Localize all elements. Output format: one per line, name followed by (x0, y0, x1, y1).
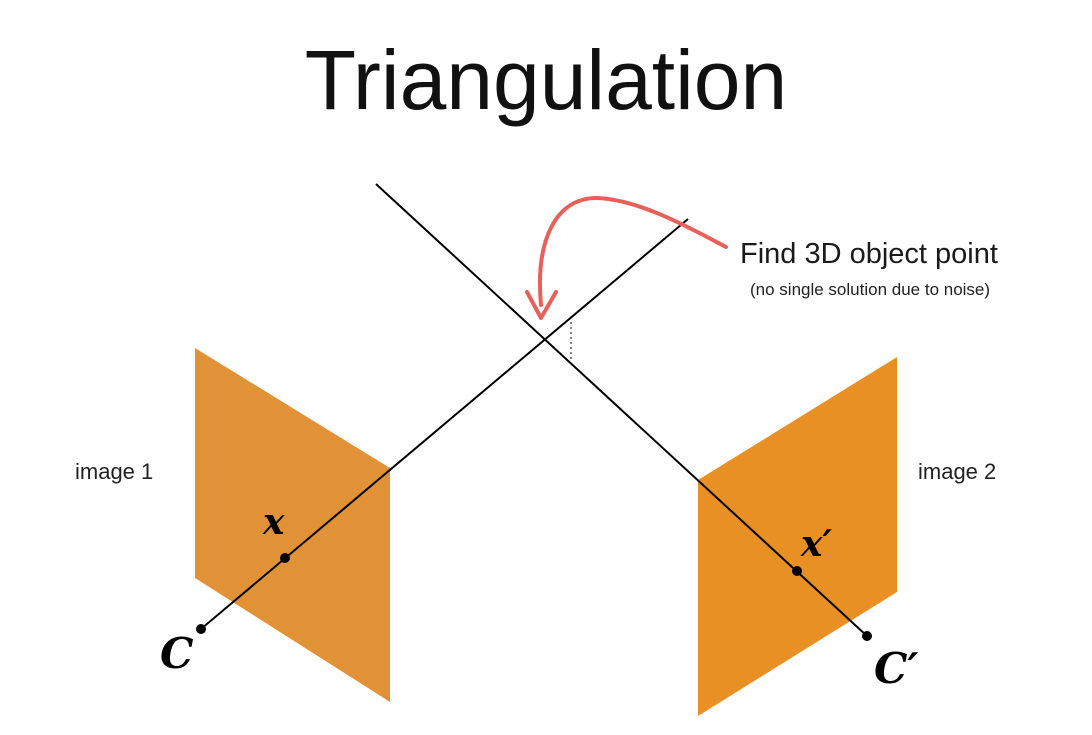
label-x-prime: x′ (801, 523, 832, 565)
arrow-curve (538, 195, 728, 307)
annotation-sub: (no single solution due to noise) (750, 280, 991, 299)
annotation-main: Find 3D object point (740, 238, 998, 270)
image-label-1: image 1 (75, 459, 154, 484)
label-camera-c: C (160, 629, 194, 678)
image-plane-1 (195, 348, 390, 702)
image-point-x (280, 553, 290, 563)
camera-center-1 (196, 624, 206, 634)
image-label-2: image 2 (918, 459, 997, 484)
camera-center-2 (862, 631, 872, 641)
image-plane-2 (698, 357, 897, 716)
label-camera-c-prime: C′ (874, 644, 919, 693)
image-point-x-prime (792, 566, 802, 576)
arrow-head-icon (525, 290, 558, 320)
ray-camera-2 (375, 183, 868, 637)
label-x: x (263, 501, 285, 543)
slide-title: Triangulation (304, 33, 788, 127)
